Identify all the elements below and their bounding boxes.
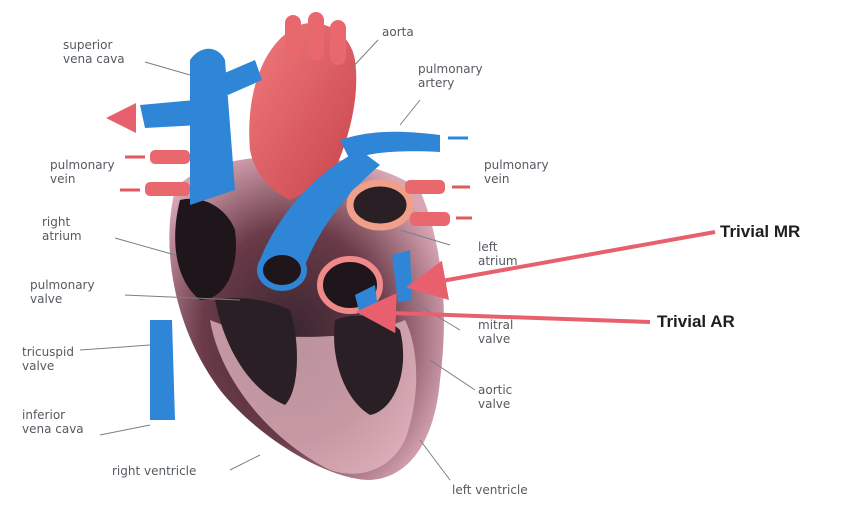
- pulmonary-vein-left-1: [150, 150, 190, 164]
- label-line: pulmonary: [50, 158, 115, 172]
- label-line: atrium: [478, 254, 518, 268]
- label-line: vena cava: [63, 52, 125, 66]
- label-line: right ventricle: [112, 464, 196, 478]
- pulmonary-vein-right-2: [410, 212, 450, 226]
- label-line: atrium: [42, 229, 82, 243]
- label-line: aortic: [478, 383, 512, 397]
- inferior-vena-cava-vessel: [150, 320, 175, 420]
- label-mitral-valve: mitral valve: [478, 318, 513, 346]
- label-superior-vena-cava: superior vena cava: [63, 38, 125, 66]
- label-line: valve: [478, 332, 513, 346]
- label-pulmonary-valve: pulmonary valve: [30, 278, 95, 306]
- label-line: pulmonary: [418, 62, 483, 76]
- label-pulmonary-artery: pulmonary artery: [418, 62, 483, 90]
- aorta-branch-2: [308, 12, 324, 60]
- label-right-ventricle: right ventricle: [112, 464, 196, 478]
- pulmonary-vein-left-2: [145, 182, 190, 196]
- label-line: left ventricle: [452, 483, 528, 497]
- label-line: tricuspid: [22, 345, 74, 359]
- label-line: aorta: [382, 25, 414, 39]
- trivial-mr-arrow: [414, 232, 715, 286]
- left-atrium-ring: [350, 183, 410, 227]
- label-line: vena cava: [22, 422, 84, 436]
- aorta-branch-1: [285, 15, 301, 60]
- label-left-ventricle: left ventricle: [452, 483, 528, 497]
- label-line: mitral: [478, 318, 513, 332]
- label-line: valve: [30, 292, 95, 306]
- pulmonary-artery-branch: [340, 132, 440, 160]
- annotation-trivial-ar: Trivial AR: [657, 312, 735, 332]
- label-line: superior: [63, 38, 125, 52]
- label-line: pulmonary: [30, 278, 95, 292]
- label-aortic-valve: aortic valve: [478, 383, 512, 411]
- label-left-atrium: left atrium: [478, 240, 518, 268]
- label-line: valve: [22, 359, 74, 373]
- pulmonary-valve-ring: [260, 252, 304, 288]
- annotation-trivial-mr: Trivial MR: [720, 222, 800, 242]
- label-line: valve: [478, 397, 512, 411]
- label-inferior-vena-cava: inferior vena cava: [22, 408, 84, 436]
- label-line: vein: [50, 172, 115, 186]
- label-line: vein: [484, 172, 549, 186]
- label-tricuspid-valve: tricuspid valve: [22, 345, 74, 373]
- label-line: right: [42, 215, 82, 229]
- label-line: pulmonary: [484, 158, 549, 172]
- svc-branch: [140, 100, 200, 128]
- label-pulmonary-vein-left: pulmonary vein: [50, 158, 115, 186]
- label-pulmonary-vein-right: pulmonary vein: [484, 158, 549, 186]
- label-line: artery: [418, 76, 483, 90]
- pulmonary-vein-right-1: [405, 180, 445, 194]
- label-line: inferior: [22, 408, 84, 422]
- label-line: left: [478, 240, 518, 254]
- label-right-atrium: right atrium: [42, 215, 82, 243]
- label-aorta: aorta: [382, 25, 414, 39]
- aorta-branch-3: [330, 20, 346, 65]
